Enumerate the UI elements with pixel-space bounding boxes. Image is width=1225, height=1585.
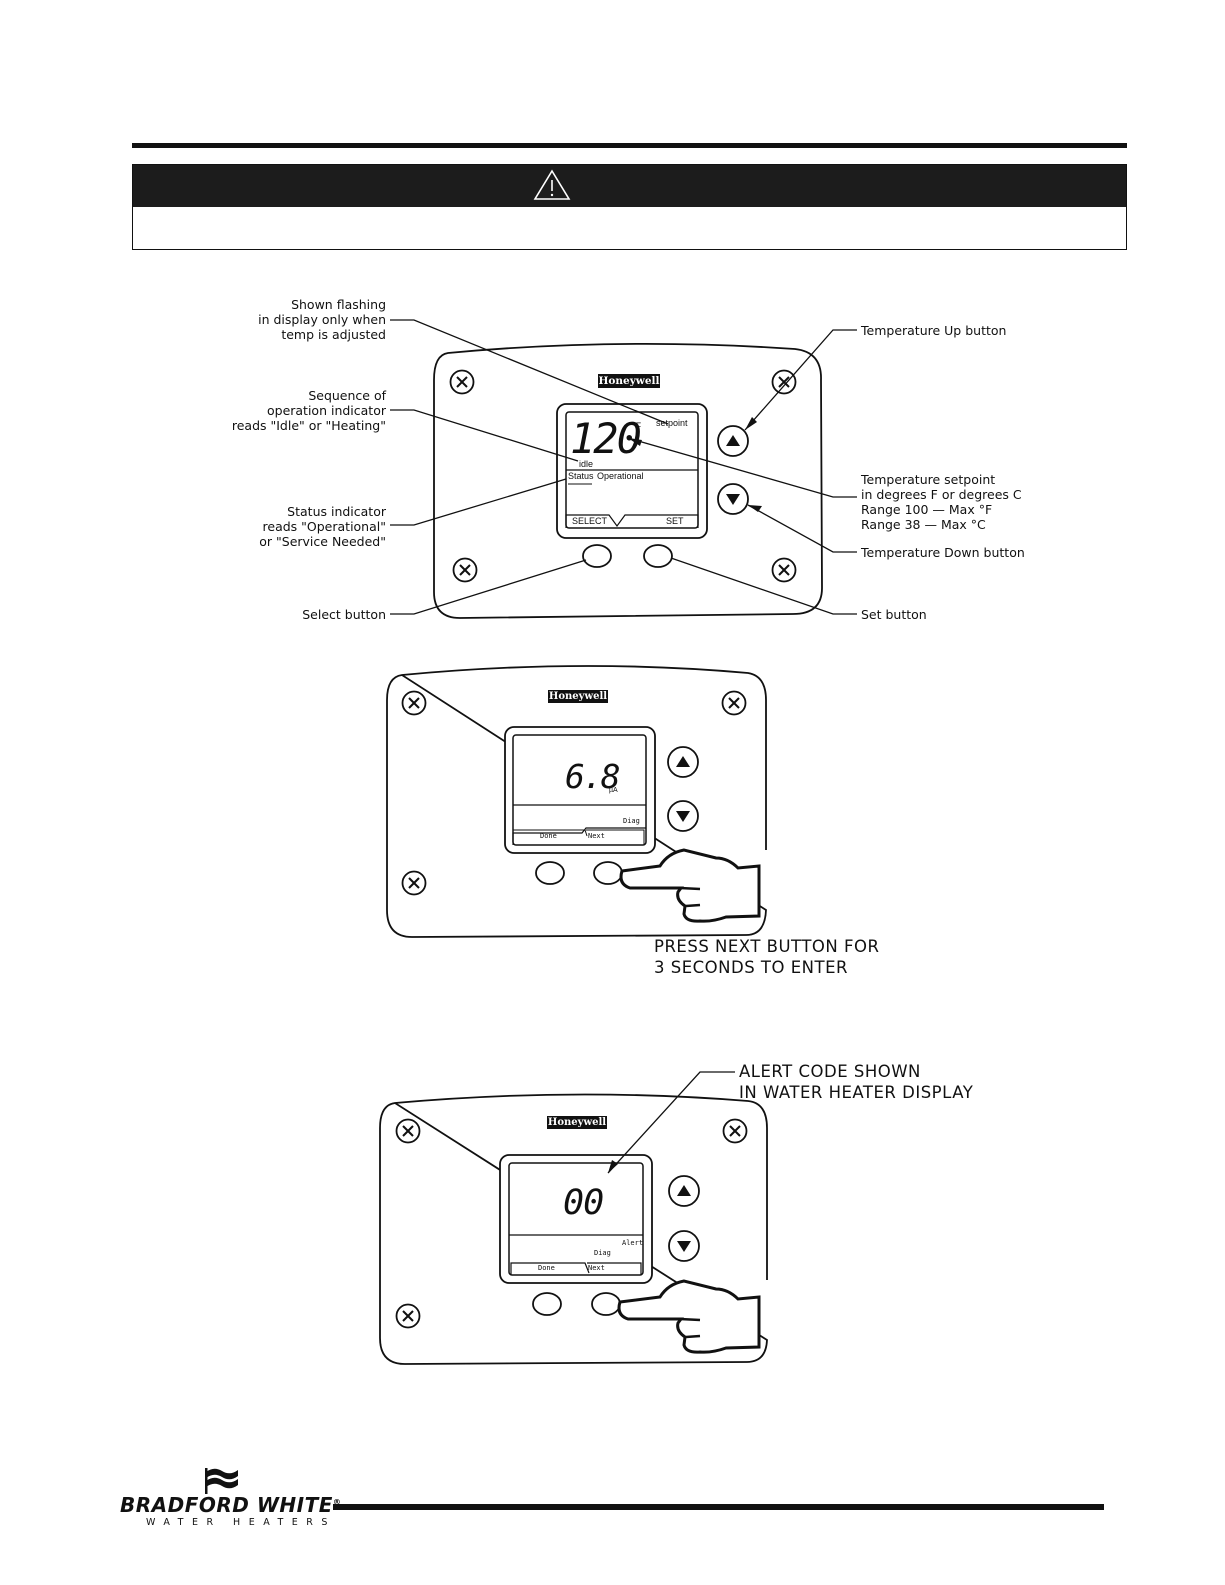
display-mode-3: Diag — [594, 1249, 611, 1257]
callout-flashing: Shown flashing in display only when temp… — [258, 297, 386, 342]
brand-flag-icon — [205, 1468, 238, 1494]
footer-rule — [333, 1504, 1104, 1510]
pointing-hand-icon — [619, 848, 761, 923]
up-arrow-icon — [726, 435, 740, 446]
warning-header-bar — [133, 165, 1126, 207]
control-panel-3 — [379, 1071, 768, 1365]
down-arrow-icon — [677, 1241, 691, 1252]
down-arrow-icon — [676, 811, 690, 822]
screw-icon — [401, 870, 427, 896]
screw-icon — [771, 369, 797, 395]
softkey-select-label: SELECT — [572, 516, 608, 526]
up-arrow-icon — [677, 1185, 691, 1196]
callout-set-button: Set button — [861, 607, 927, 622]
screw-icon — [452, 557, 478, 583]
honeywell-logo-1-text: Honeywell — [598, 375, 660, 387]
display-mode-2: Diag — [623, 817, 640, 825]
screw-icon — [401, 690, 427, 716]
display-mode-setpoint: setpoint — [656, 418, 688, 428]
leader-lines-1 — [390, 319, 857, 615]
callout-temp-up: Temperature Up button — [861, 323, 1007, 338]
up-arrow-icon — [676, 756, 690, 767]
softkey-next-2: Next — [588, 832, 605, 840]
honeywell-logo-3-text: Honeywell — [547, 1117, 607, 1128]
control-panel-2 — [386, 665, 767, 938]
callout-select-button: Select button — [302, 607, 386, 622]
display-temperature: 120 — [570, 414, 642, 463]
brand-tagline: WATER HEATERS — [146, 1517, 336, 1528]
screw-icon — [722, 1118, 748, 1144]
callout-setpoint: Temperature setpoint in degrees F or deg… — [861, 472, 1022, 532]
display-unit: °F — [632, 421, 642, 431]
down-arrow-icon — [726, 494, 740, 505]
registered-mark: ® — [332, 1497, 342, 1507]
screw-icon — [449, 369, 475, 395]
pointing-hand-icon — [617, 1279, 761, 1354]
screw-icon — [721, 690, 747, 716]
screw-icon — [771, 557, 797, 583]
display-unit-2: µA — [609, 787, 618, 794]
softkey-done-3: Done — [538, 1264, 555, 1272]
screw-icon — [395, 1118, 421, 1144]
callout-temp-down: Temperature Down button — [861, 545, 1025, 560]
softkey-next-3: Next — [588, 1264, 605, 1272]
display-value-2: 6.8 — [565, 757, 621, 796]
top-rule — [132, 143, 1127, 148]
callout-alert-code: ALERT CODE SHOWN IN WATER HEATER DISPLAY — [739, 1062, 974, 1102]
display-value-3: 00 — [563, 1183, 604, 1223]
display-status-value: Operational — [597, 471, 644, 481]
screw-icon — [395, 1303, 421, 1329]
honeywell-logo-2 — [548, 690, 608, 703]
display-sequence: idle — [579, 459, 594, 469]
honeywell-logo-3 — [547, 1116, 607, 1129]
callout-press-next: PRESS NEXT BUTTON FOR 3 SECONDS TO ENTER — [654, 937, 880, 977]
display-status-label: Status — [568, 471, 594, 481]
softkey-set-label: SET — [666, 516, 684, 526]
callout-status: Status indicator reads "Operational" or … — [259, 504, 386, 549]
honeywell-logo-1 — [598, 374, 660, 388]
control-panel-1 — [433, 342, 823, 619]
brand-name: BRADFORD WHITE® — [120, 1493, 342, 1517]
warning-box — [132, 164, 1127, 250]
display-alert-3: Alert — [622, 1239, 644, 1247]
warning-triangle-icon — [533, 169, 571, 200]
softkey-done-2: Done — [540, 832, 557, 840]
honeywell-logo-2-text: Honeywell — [548, 691, 608, 702]
callout-sequence: Sequence of operation indicator reads "I… — [231, 388, 386, 433]
